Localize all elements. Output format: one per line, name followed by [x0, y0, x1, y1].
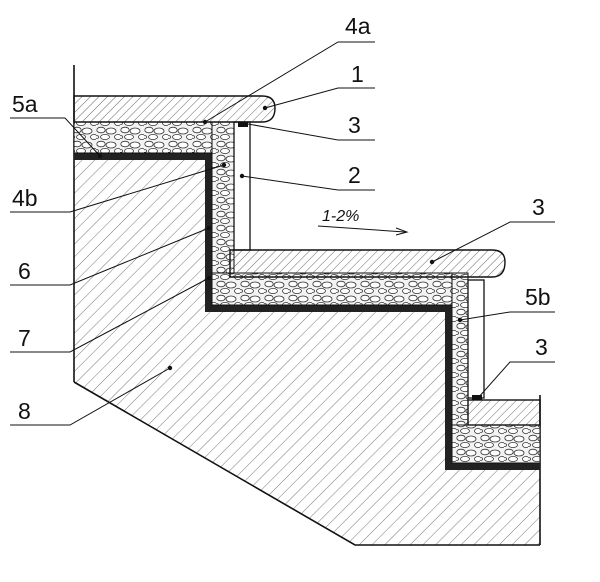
leader-5a [10, 117, 101, 157]
membrane-upper-vertical [205, 153, 212, 311]
base-concrete-outline [73, 381, 540, 546]
label-5b: 5b [525, 284, 551, 310]
upper-tread-slab [73, 95, 276, 123]
label-7: 7 [18, 325, 31, 351]
leader-6 [10, 227, 210, 286]
leader-3-middle [431, 221, 555, 263]
label-3-bottom: 3 [535, 334, 548, 360]
membrane-upper-horizontal [74, 153, 212, 160]
membrane-middle-horizontal [205, 305, 452, 312]
gravel-middle-tread [211, 272, 468, 306]
label-2: 2 [348, 162, 361, 188]
label-1: 1 [351, 61, 364, 87]
leader-5b [459, 311, 555, 321]
membrane-middle-vertical [445, 305, 452, 470]
lower-riser-plate [467, 279, 485, 399]
gravel-lower-landing [451, 424, 541, 464]
label-6: 6 [18, 258, 31, 284]
label-5a: 5a [12, 91, 38, 117]
membrane-lower-horizontal [445, 463, 540, 470]
sealant-lower-joint [472, 395, 482, 400]
leader-8 [10, 367, 171, 426]
label-4a: 4a [345, 13, 371, 39]
leader-3-top [247, 123, 375, 141]
label-3-middle: 3 [532, 194, 545, 220]
leader-1 [264, 87, 375, 109]
sealant-upper-joint [238, 122, 248, 127]
slope-arrow-head [395, 227, 409, 236]
leader-2 [241, 175, 375, 191]
label-3-top: 3 [348, 112, 361, 138]
leader-4b [10, 164, 225, 213]
leader-7 [10, 277, 210, 353]
leader-4a [204, 41, 375, 123]
upper-riser-plate [233, 121, 251, 251]
middle-tread-slab [229, 249, 506, 278]
lower-landing-slab [467, 399, 541, 426]
label-8: 8 [18, 398, 31, 424]
slope-arrow-line [317, 225, 406, 233]
slope-label: 1-2% [322, 208, 359, 225]
leader-3-bottom [477, 361, 555, 399]
label-4b: 4b [12, 185, 38, 211]
